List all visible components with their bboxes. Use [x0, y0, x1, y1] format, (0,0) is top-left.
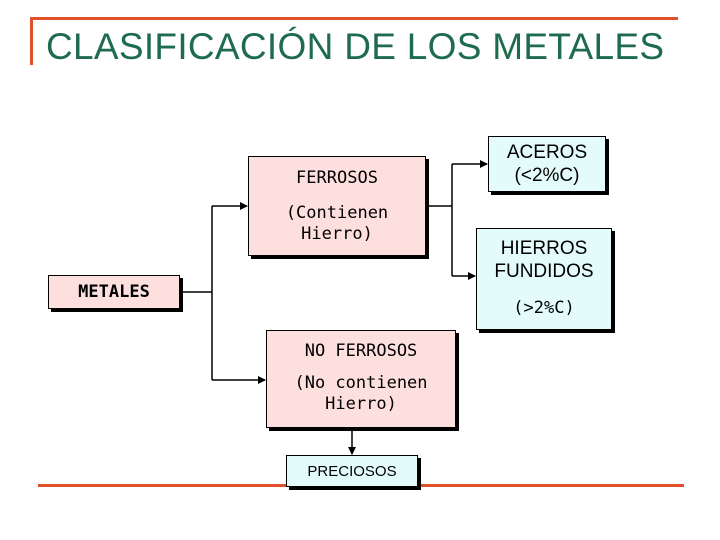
slide-title: CLASIFICACIÓN DE LOS METALES [46, 26, 665, 67]
metales-label: METALES [78, 282, 150, 302]
top-rule [30, 17, 678, 20]
ferrosos-box: FERROSOS (Contienen Hierro) [248, 156, 426, 256]
hierros-fundidos-label: HIERROS FUNDIDOS [494, 238, 594, 282]
no-ferrosos-detail: (No contienen Hierro) [294, 373, 428, 414]
hierros-fundidos-detail: (>2%C) [513, 298, 575, 318]
preciosos-label: PRECIOSOS [307, 462, 397, 480]
left-rule [30, 17, 33, 65]
aceros-detail: (<2%C) [514, 165, 580, 186]
ferrosos-label: FERROSOS [296, 168, 378, 188]
metales-box: METALES [48, 275, 180, 309]
no-ferrosos-label: NO FERROSOS [304, 341, 418, 361]
no-ferrosos-box: NO FERROSOS (No contienen Hierro) [266, 330, 456, 428]
aceros-label: ACEROS [506, 142, 588, 163]
ferrosos-detail: (Contienen Hierro) [285, 203, 389, 244]
hierros-fundidos-box: HIERROS FUNDIDOS (>2%C) [476, 228, 612, 330]
aceros-box: ACEROS (<2%C) [488, 136, 606, 192]
preciosos-box: PRECIOSOS [286, 455, 418, 487]
